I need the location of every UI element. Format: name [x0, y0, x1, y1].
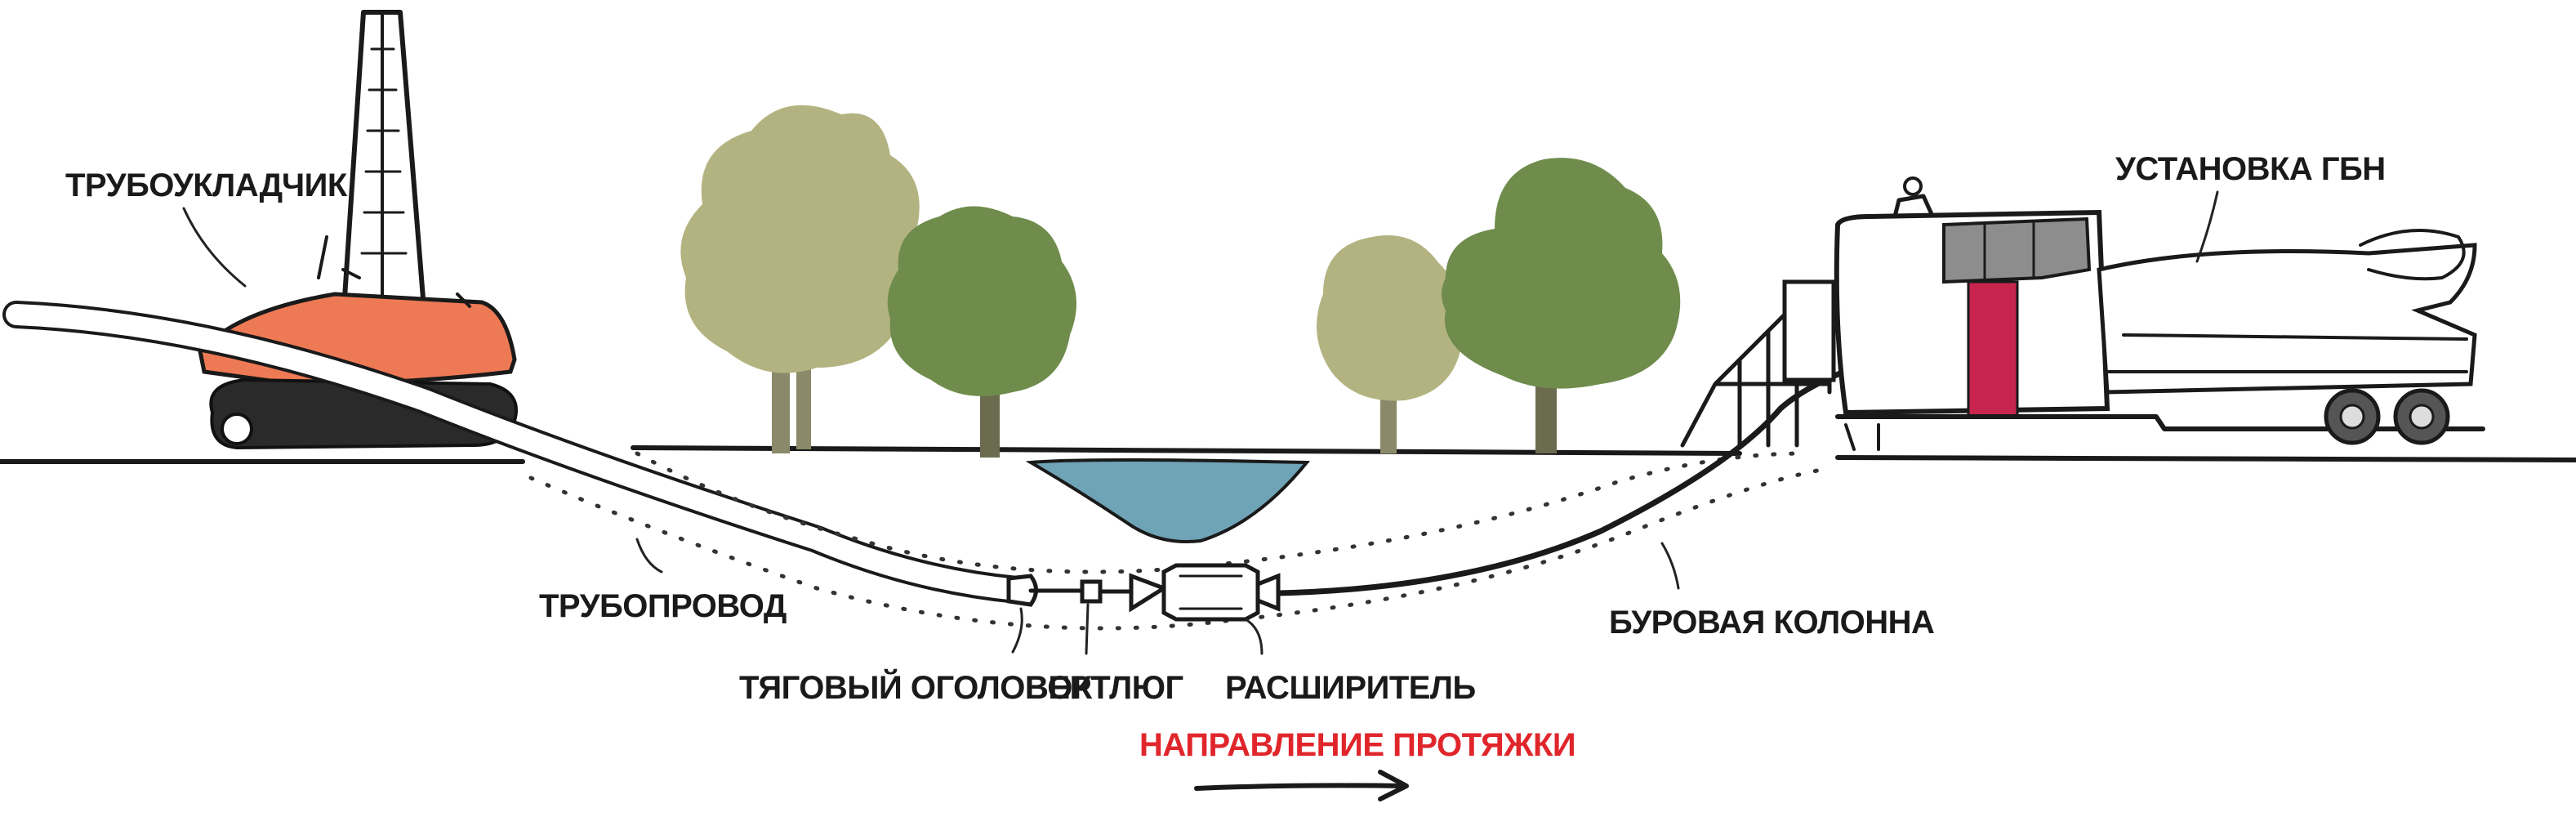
- leader-hdd-rig: [2195, 190, 2219, 263]
- label-pipeline: ТРУБОПРОВОД: [539, 588, 787, 624]
- hdd-rig: [1680, 176, 2485, 451]
- ground-right: [1835, 455, 2576, 462]
- river: [1025, 458, 1311, 544]
- downhole-assembly: [1006, 563, 1281, 622]
- reamer: [1129, 563, 1281, 622]
- pipelayer-boom: [341, 10, 427, 325]
- tree-group-left: [680, 105, 1076, 458]
- tree-icon: [680, 105, 920, 453]
- ground: [0, 445, 2576, 464]
- swivel: [1080, 579, 1103, 604]
- tree-icon: [887, 206, 1076, 458]
- borehole-outline: [528, 451, 1824, 631]
- pull-direction-arrow: [1194, 770, 1409, 801]
- label-pull-direction: НАПРАВЛЕНИЕ ПРОТЯЖКИ: [1139, 727, 1575, 763]
- hdd-rig-engine: [1942, 217, 2092, 284]
- tree-icon: [1442, 158, 1681, 453]
- leader-pulling-head: [1011, 607, 1023, 654]
- leader-pipelayer: [182, 207, 247, 288]
- leader-drill-string: [1660, 542, 1680, 590]
- pipeline: [2, 301, 1031, 604]
- label-swivel: ВЕРТЛЮГ: [1025, 670, 1183, 706]
- leader-reamer: [1244, 618, 1263, 655]
- label-drill-string: БУРОВАЯ КОЛОННА: [1609, 605, 1934, 641]
- hdd-rig-mast: [1967, 280, 2019, 418]
- label-reamer: РАСШИРИТЕЛЬ: [1225, 670, 1476, 706]
- tree-icon: [1317, 235, 1464, 453]
- label-pipelayer: ТРУБОУКЛАДЧИК: [65, 167, 348, 203]
- leader-pipeline: [635, 538, 663, 574]
- hdd-rig-wheels: [2324, 388, 2450, 445]
- tree-group-right: [1317, 158, 1681, 453]
- leader-swivel: [1085, 603, 1090, 655]
- leader-lines: [182, 190, 2219, 655]
- hdd-rig-trailer: [2097, 243, 2477, 395]
- label-pulling-head: ТЯГОВЫЙ ОГОЛОВОК: [739, 668, 1093, 706]
- label-hdd-rig: УСТАНОВКА ГБН: [2115, 151, 2386, 187]
